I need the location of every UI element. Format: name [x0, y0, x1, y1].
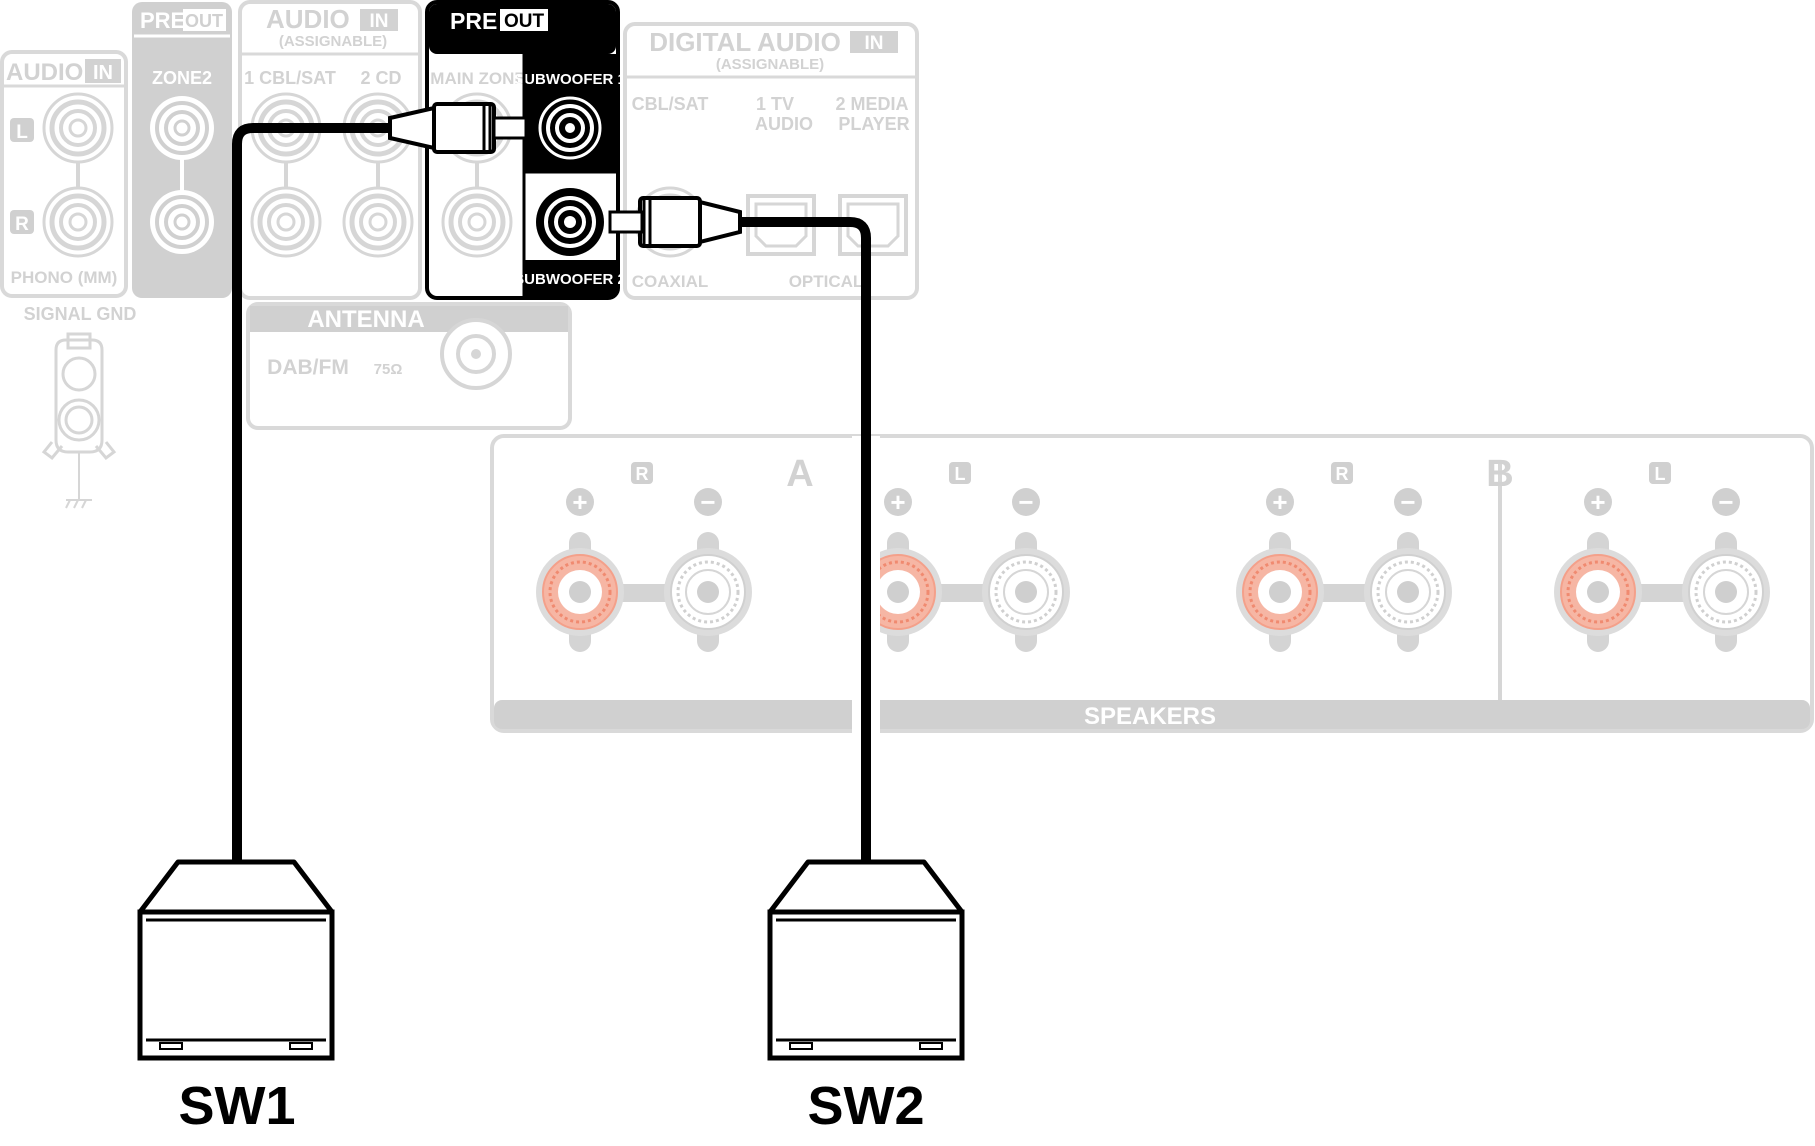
- subwoofer2-cable: [608, 196, 880, 862]
- main-zone-label: MAIN ZONE: [430, 69, 525, 88]
- zone2-badge: OUT: [185, 11, 223, 31]
- subwoofer-sw1: [137, 859, 335, 1061]
- speaker-minus-sign: −: [1018, 487, 1033, 517]
- audio-in-phono-panel: AUDIO IN L R PHONO (MM): [0, 50, 128, 298]
- speakers-panel: SPEAKERS A B R + − L + − R + − L + −: [490, 434, 1814, 733]
- subwoofer-sw2: [767, 859, 965, 1061]
- speaker-plus-sign: +: [572, 487, 587, 517]
- antenna-connector: [440, 318, 512, 390]
- pre-out-title: PRE: [450, 8, 497, 34]
- subwoofer1-label: SUBWOOFER 1: [514, 71, 626, 88]
- speaker-minus-sign: −: [1400, 487, 1415, 517]
- audio-assignable-badge: IN: [370, 11, 389, 32]
- speaker-positive-terminal: [534, 530, 626, 654]
- speaker-channel-label: L: [1655, 464, 1666, 484]
- speaker-negative-terminal: [662, 530, 754, 654]
- subwoofer2-jack: [536, 188, 604, 256]
- speakers-group-b: B: [1486, 453, 1513, 495]
- signal-gnd-terminal: SIGNAL GND: [24, 304, 137, 509]
- coax-cbl-sat-label: CBL/SAT: [632, 94, 709, 114]
- speaker-minus-sign: −: [700, 487, 715, 517]
- zone2-left-jack: [150, 96, 214, 160]
- phono-right-jack: [44, 188, 112, 256]
- speaker-negative-terminal: [1362, 530, 1454, 654]
- optical2-label-line2: PLAYER: [838, 114, 909, 134]
- pre-out-badge: OUT: [504, 11, 545, 32]
- zone2-right-jack: [150, 190, 214, 254]
- speaker-positive-terminal: [1552, 530, 1644, 654]
- antenna-impedance-label: 75Ω: [374, 361, 403, 378]
- phono-left-jack: [44, 94, 112, 162]
- audio-in-badge: IN: [93, 62, 113, 84]
- speaker-negative-terminal: [980, 530, 1072, 654]
- phono-footer: PHONO (MM): [11, 268, 118, 287]
- sw2-label: SW2: [807, 1076, 924, 1136]
- optical1-label-line2: AUDIO: [755, 114, 813, 134]
- audio-assignable-subtitle: (ASSIGNABLE): [279, 33, 387, 50]
- phono-left-label: L: [16, 122, 28, 143]
- digital-audio-in-panel: DIGITAL AUDIO IN (ASSIGNABLE) CBL/SAT 1 …: [623, 22, 919, 300]
- subwoofer1-jack: [538, 96, 602, 160]
- coaxial-label: COAXIAL: [632, 272, 709, 291]
- antenna-dab-fm-label: DAB/FM: [267, 356, 349, 379]
- audio-in-assignable-panel: AUDIO IN (ASSIGNABLE) 1 CBL/SAT 2 CD: [238, 0, 422, 300]
- speakers-group-a: A: [786, 453, 813, 495]
- audio-in-title: AUDIO: [6, 59, 83, 86]
- speakers-title: SPEAKERS: [1084, 703, 1216, 730]
- zone2-title: PRE: [140, 8, 185, 33]
- zone2-pre-out-panel: PRE OUT ZONE2: [132, 2, 232, 298]
- subwoofer1-cable: [232, 102, 528, 862]
- antenna-title: ANTENNA: [307, 306, 424, 333]
- speaker-minus-sign: −: [1718, 487, 1733, 517]
- pre-out-panel: PRE OUT MAIN ZONE SUBWOOFER 1 SUBWOOFER …: [425, 0, 626, 300]
- speaker-plus-sign: +: [1590, 487, 1605, 517]
- audio-cd-label: 2 CD: [360, 68, 401, 88]
- speaker-plus-sign: +: [1272, 487, 1287, 517]
- digital-badge: IN: [865, 33, 884, 54]
- digital-subtitle: (ASSIGNABLE): [716, 56, 824, 73]
- digital-title: DIGITAL AUDIO: [649, 27, 841, 57]
- audio-assignable-title: AUDIO: [266, 4, 350, 34]
- subwoofer2-label: SUBWOOFER 2: [514, 271, 626, 288]
- optical2-port: [838, 194, 908, 256]
- speaker-plus-sign: +: [890, 487, 905, 517]
- main-zone-right-jack: [443, 188, 511, 256]
- signal-gnd-label: SIGNAL GND: [24, 304, 137, 324]
- speaker-negative-terminal: [1680, 530, 1772, 654]
- speaker-positive-terminal: [1234, 530, 1326, 654]
- cbl-sat-right-jack: [252, 188, 320, 256]
- phono-right-label: R: [15, 214, 29, 235]
- audio-cbl-sat-label: 1 CBL/SAT: [244, 68, 336, 88]
- speaker-channel-label: R: [1336, 464, 1349, 484]
- cd-right-jack: [344, 188, 412, 256]
- optical1-label-line1: 1 TV: [756, 94, 794, 114]
- antenna-panel: ANTENNA DAB/FM 75Ω: [246, 302, 572, 430]
- optical-label: OPTICAL: [789, 272, 864, 291]
- zone2-label: ZONE2: [152, 68, 212, 88]
- speaker-channel-label: L: [955, 464, 966, 484]
- optical2-label-line1: 2 MEDIA: [835, 94, 908, 114]
- speaker-channel-label: R: [636, 464, 649, 484]
- sw1-label: SW1: [178, 1076, 295, 1136]
